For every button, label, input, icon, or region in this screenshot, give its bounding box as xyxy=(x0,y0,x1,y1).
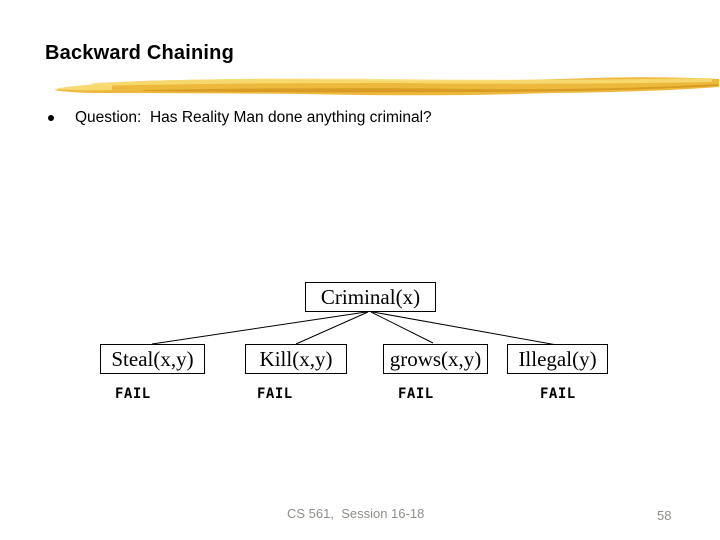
connector-root-to-steal xyxy=(151,311,367,345)
footer-course: CS 561, Session 16-18 xyxy=(287,506,425,521)
fail-label-grows: FAIL xyxy=(398,386,434,402)
tree-node-criminal: Criminal(x) xyxy=(305,282,436,312)
bullet-dot-icon xyxy=(48,115,54,121)
tree-node-steal: Steal(x,y) xyxy=(100,344,205,374)
fail-label-kill: FAIL xyxy=(257,386,293,402)
highlighter-stroke-dark xyxy=(142,84,718,93)
tree-connector-lines xyxy=(151,311,558,346)
tree-node-kill: Kill(x,y) xyxy=(245,344,347,374)
bullet-text: Question: Has Reality Man done anything … xyxy=(75,109,432,126)
highlighter-stroke-tip xyxy=(54,84,112,91)
highlighter-stroke-light xyxy=(92,78,712,86)
bullet-line: Question: Has Reality Man done anything … xyxy=(48,108,432,127)
connector-root-to-grows xyxy=(370,311,434,344)
connector-root-to-kill xyxy=(295,311,369,345)
fail-label-illegal: FAIL xyxy=(540,386,576,402)
footer-page-number: 58 xyxy=(657,508,672,523)
highlighter-stroke xyxy=(54,77,719,96)
slide-title: Backward Chaining xyxy=(45,42,234,64)
tree-node-illegal: Illegal(y) xyxy=(507,344,608,374)
tree-node-grows: grows(x,y) xyxy=(383,344,488,374)
connector-root-to-illegal xyxy=(372,311,558,346)
fail-label-steal: FAIL xyxy=(115,386,151,402)
